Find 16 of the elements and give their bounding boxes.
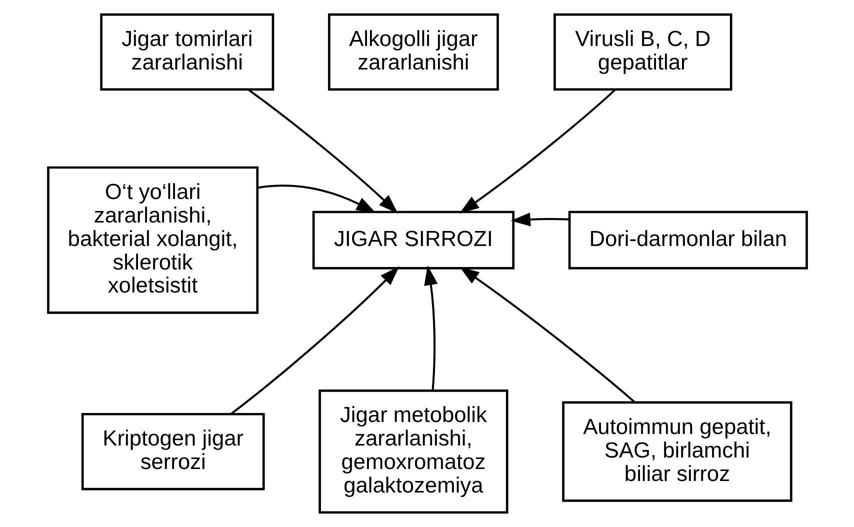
node-box: Virusli B, C, D gepatitlar — [553, 13, 732, 91]
arrow — [510, 212, 568, 226]
node-box: O‘t yo‘llari zararlanishi, bakterial xolangit, sklerotik xoletsistit — [46, 166, 258, 314]
arrow — [257, 184, 376, 214]
node-box: Jigar tomirlari zararlanishi — [100, 13, 274, 91]
node-box: Jigar metobolik zararlanishi, gemoxromatoz galaktozemiya — [318, 390, 508, 514]
arrow — [458, 88, 616, 214]
node-box: Alkogolli jigar zararlanishi — [328, 13, 498, 91]
arrow — [424, 265, 438, 391]
arrow — [230, 266, 399, 415]
node-box: Autoimmun gepatit, SAG, birlamchi biliar sirroz — [562, 401, 792, 502]
node-box: JIGAR SIRROZI — [312, 210, 514, 270]
node-box: Kriptogen jigar serrozi — [80, 412, 264, 490]
arrow — [247, 88, 398, 214]
node-box: Dori-darmonlar bilan — [568, 210, 808, 270]
arrow — [459, 266, 635, 403]
